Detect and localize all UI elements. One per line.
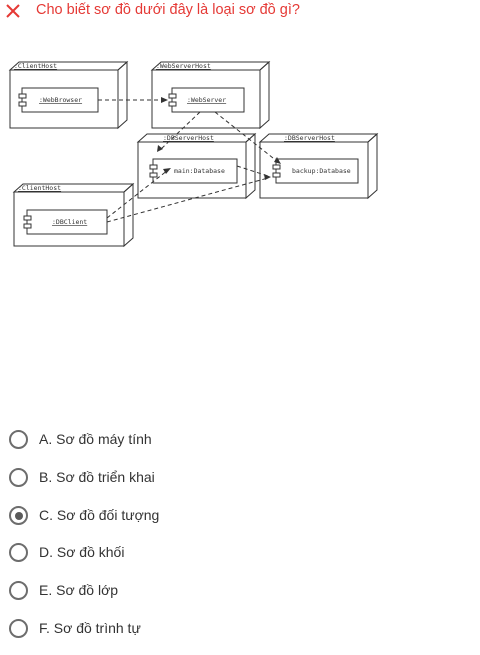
node-title: :ClientHost bbox=[18, 184, 61, 192]
node-dbserverhost-backup bbox=[258, 132, 379, 200]
option-label: F. Sơ đồ trình tự bbox=[39, 620, 141, 636]
component-label: :DBClient bbox=[52, 218, 87, 226]
node-title: :DBServerHost bbox=[284, 134, 335, 142]
close-icon[interactable] bbox=[4, 2, 22, 20]
option-label: B. Sơ đồ triển khai bbox=[39, 469, 155, 485]
radio-button-icon[interactable] bbox=[9, 581, 28, 600]
radio-button-icon[interactable] bbox=[9, 543, 28, 562]
option-b[interactable]: B. Sơ đồ triển khai bbox=[0, 459, 480, 495]
node-title: :DBServerHost bbox=[163, 134, 214, 142]
node-webserverhost bbox=[150, 60, 271, 130]
radio-button-icon[interactable] bbox=[9, 430, 28, 449]
option-label: C. Sơ đồ đối tượng bbox=[39, 507, 160, 523]
option-a[interactable]: A. Sơ đồ máy tính bbox=[0, 421, 480, 457]
option-label: E. Sơ đồ lớp bbox=[39, 582, 119, 598]
component-label: :WebServer bbox=[187, 96, 226, 104]
question-header: Cho biết sơ đồ dưới đây là loại sơ đồ gì… bbox=[0, 0, 480, 22]
radio-button-icon[interactable] bbox=[9, 468, 28, 487]
question-text: Cho biết sơ đồ dưới đây là loại sơ đồ gì… bbox=[36, 2, 300, 18]
node-clienthost-2 bbox=[12, 182, 135, 248]
node-title: :ClientHost bbox=[14, 62, 57, 70]
option-d[interactable]: D. Sơ đồ khối bbox=[0, 534, 480, 570]
deployment-diagram-image: :ClientHost :WebBrowser :WebServerHost :… bbox=[8, 60, 379, 248]
radio-button-checked-icon[interactable] bbox=[9, 506, 28, 525]
option-e[interactable]: E. Sơ đồ lớp bbox=[0, 572, 480, 608]
radio-button-icon[interactable] bbox=[9, 619, 28, 638]
option-label: A. Sơ đồ máy tính bbox=[39, 431, 152, 447]
component-label: backup:Database bbox=[292, 167, 351, 175]
node-clienthost-1 bbox=[8, 60, 129, 130]
component-label: main:Database bbox=[174, 167, 225, 175]
option-label: D. Sơ đồ khối bbox=[39, 544, 125, 560]
node-dbserverhost-main bbox=[136, 132, 257, 200]
option-f[interactable]: F. Sơ đồ trình tự bbox=[0, 610, 480, 646]
node-title: :WebServerHost bbox=[156, 62, 211, 70]
component-label: :WebBrowser bbox=[39, 96, 82, 104]
option-c[interactable]: C. Sơ đồ đối tượng bbox=[0, 497, 480, 533]
diagram-labels: :ClientHost :WebBrowser :WebServerHost :… bbox=[14, 62, 351, 226]
